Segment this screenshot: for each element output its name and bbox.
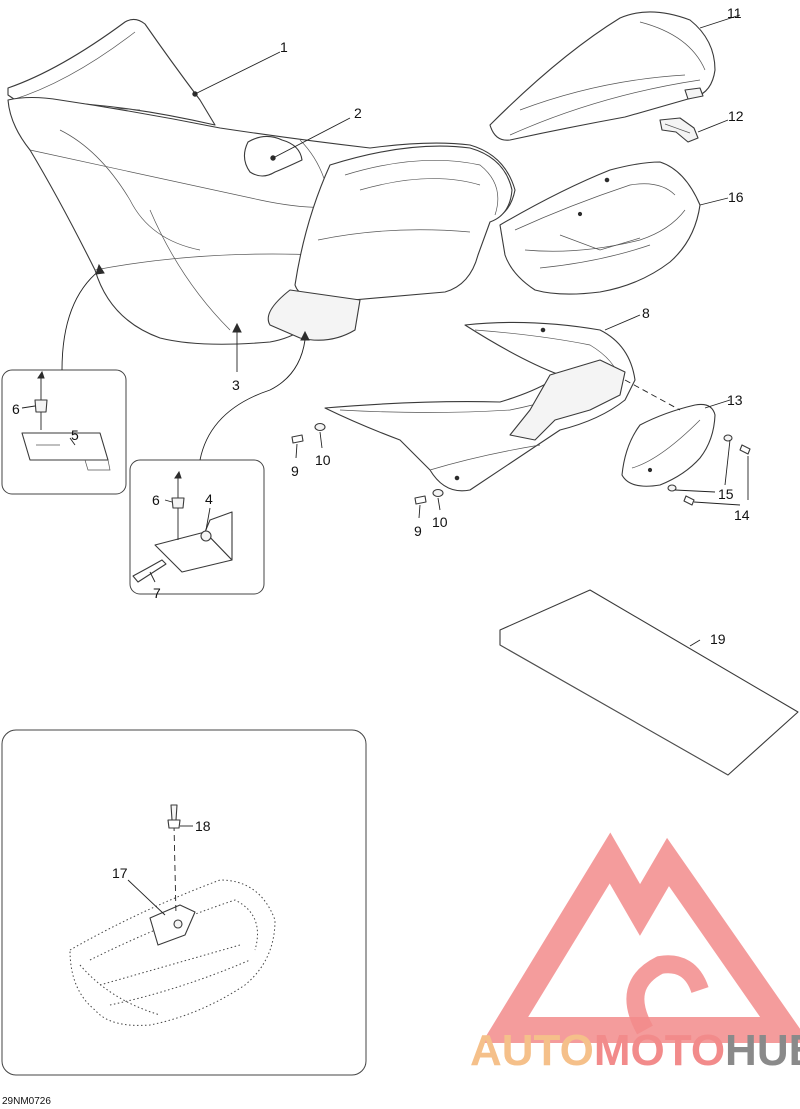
callout-14: 14	[734, 507, 750, 523]
watermark-logo: AUTOMOTOHUB	[470, 832, 800, 1075]
callout-3: 3	[232, 377, 240, 393]
callout-9-upper: 9	[291, 463, 299, 479]
callout-11: 11	[727, 5, 742, 21]
callout-7: 7	[153, 585, 161, 601]
leader-lines	[21, 14, 749, 916]
detail-box-middle	[129, 459, 265, 595]
callout-10-upper: 10	[315, 452, 331, 468]
callout-2: 2	[354, 105, 362, 121]
callout-17: 17	[112, 865, 128, 881]
callout-12: 12	[728, 108, 744, 124]
svg-text:AUTOMOTOHUB: AUTOMOTOHUB	[470, 1026, 800, 1075]
fasteners	[291, 422, 751, 506]
callout-16: 16	[728, 189, 744, 205]
part-12-latch	[659, 117, 699, 143]
watermark-text-hub: HUB	[725, 1026, 800, 1075]
callout-8: 8	[642, 305, 650, 321]
callout-4: 4	[205, 491, 213, 507]
part-19-pad	[499, 589, 799, 776]
callout-13: 13	[727, 392, 743, 408]
callout-labels: 1 2 3 4 5 6 6 7 8 9 9 10 10 11 12 13 14 …	[2, 5, 750, 1107]
part-13-light	[621, 403, 716, 487]
part-8-panel	[324, 321, 636, 492]
diagram-code: 29NM0726	[2, 1096, 51, 1107]
seat-assembly	[7, 18, 516, 345]
callout-18: 18	[195, 818, 211, 834]
callout-1: 1	[280, 39, 288, 55]
callout-6-left: 6	[12, 401, 20, 417]
detail-box-left	[1, 369, 127, 495]
callout-10-lower: 10	[432, 514, 448, 530]
part-16-liner	[499, 161, 701, 295]
watermark-text-auto: AUTO	[470, 1026, 594, 1075]
callout-9-lower: 9	[414, 523, 422, 539]
callout-19: 19	[710, 631, 726, 647]
watermark-text-moto: MOTO	[594, 1026, 725, 1075]
callout-15: 15	[718, 486, 734, 502]
callout-5: 5	[71, 427, 79, 443]
detail-box-bottom	[1, 729, 367, 1076]
callout-6-middle: 6	[152, 492, 160, 508]
part-11-cover	[489, 11, 716, 141]
